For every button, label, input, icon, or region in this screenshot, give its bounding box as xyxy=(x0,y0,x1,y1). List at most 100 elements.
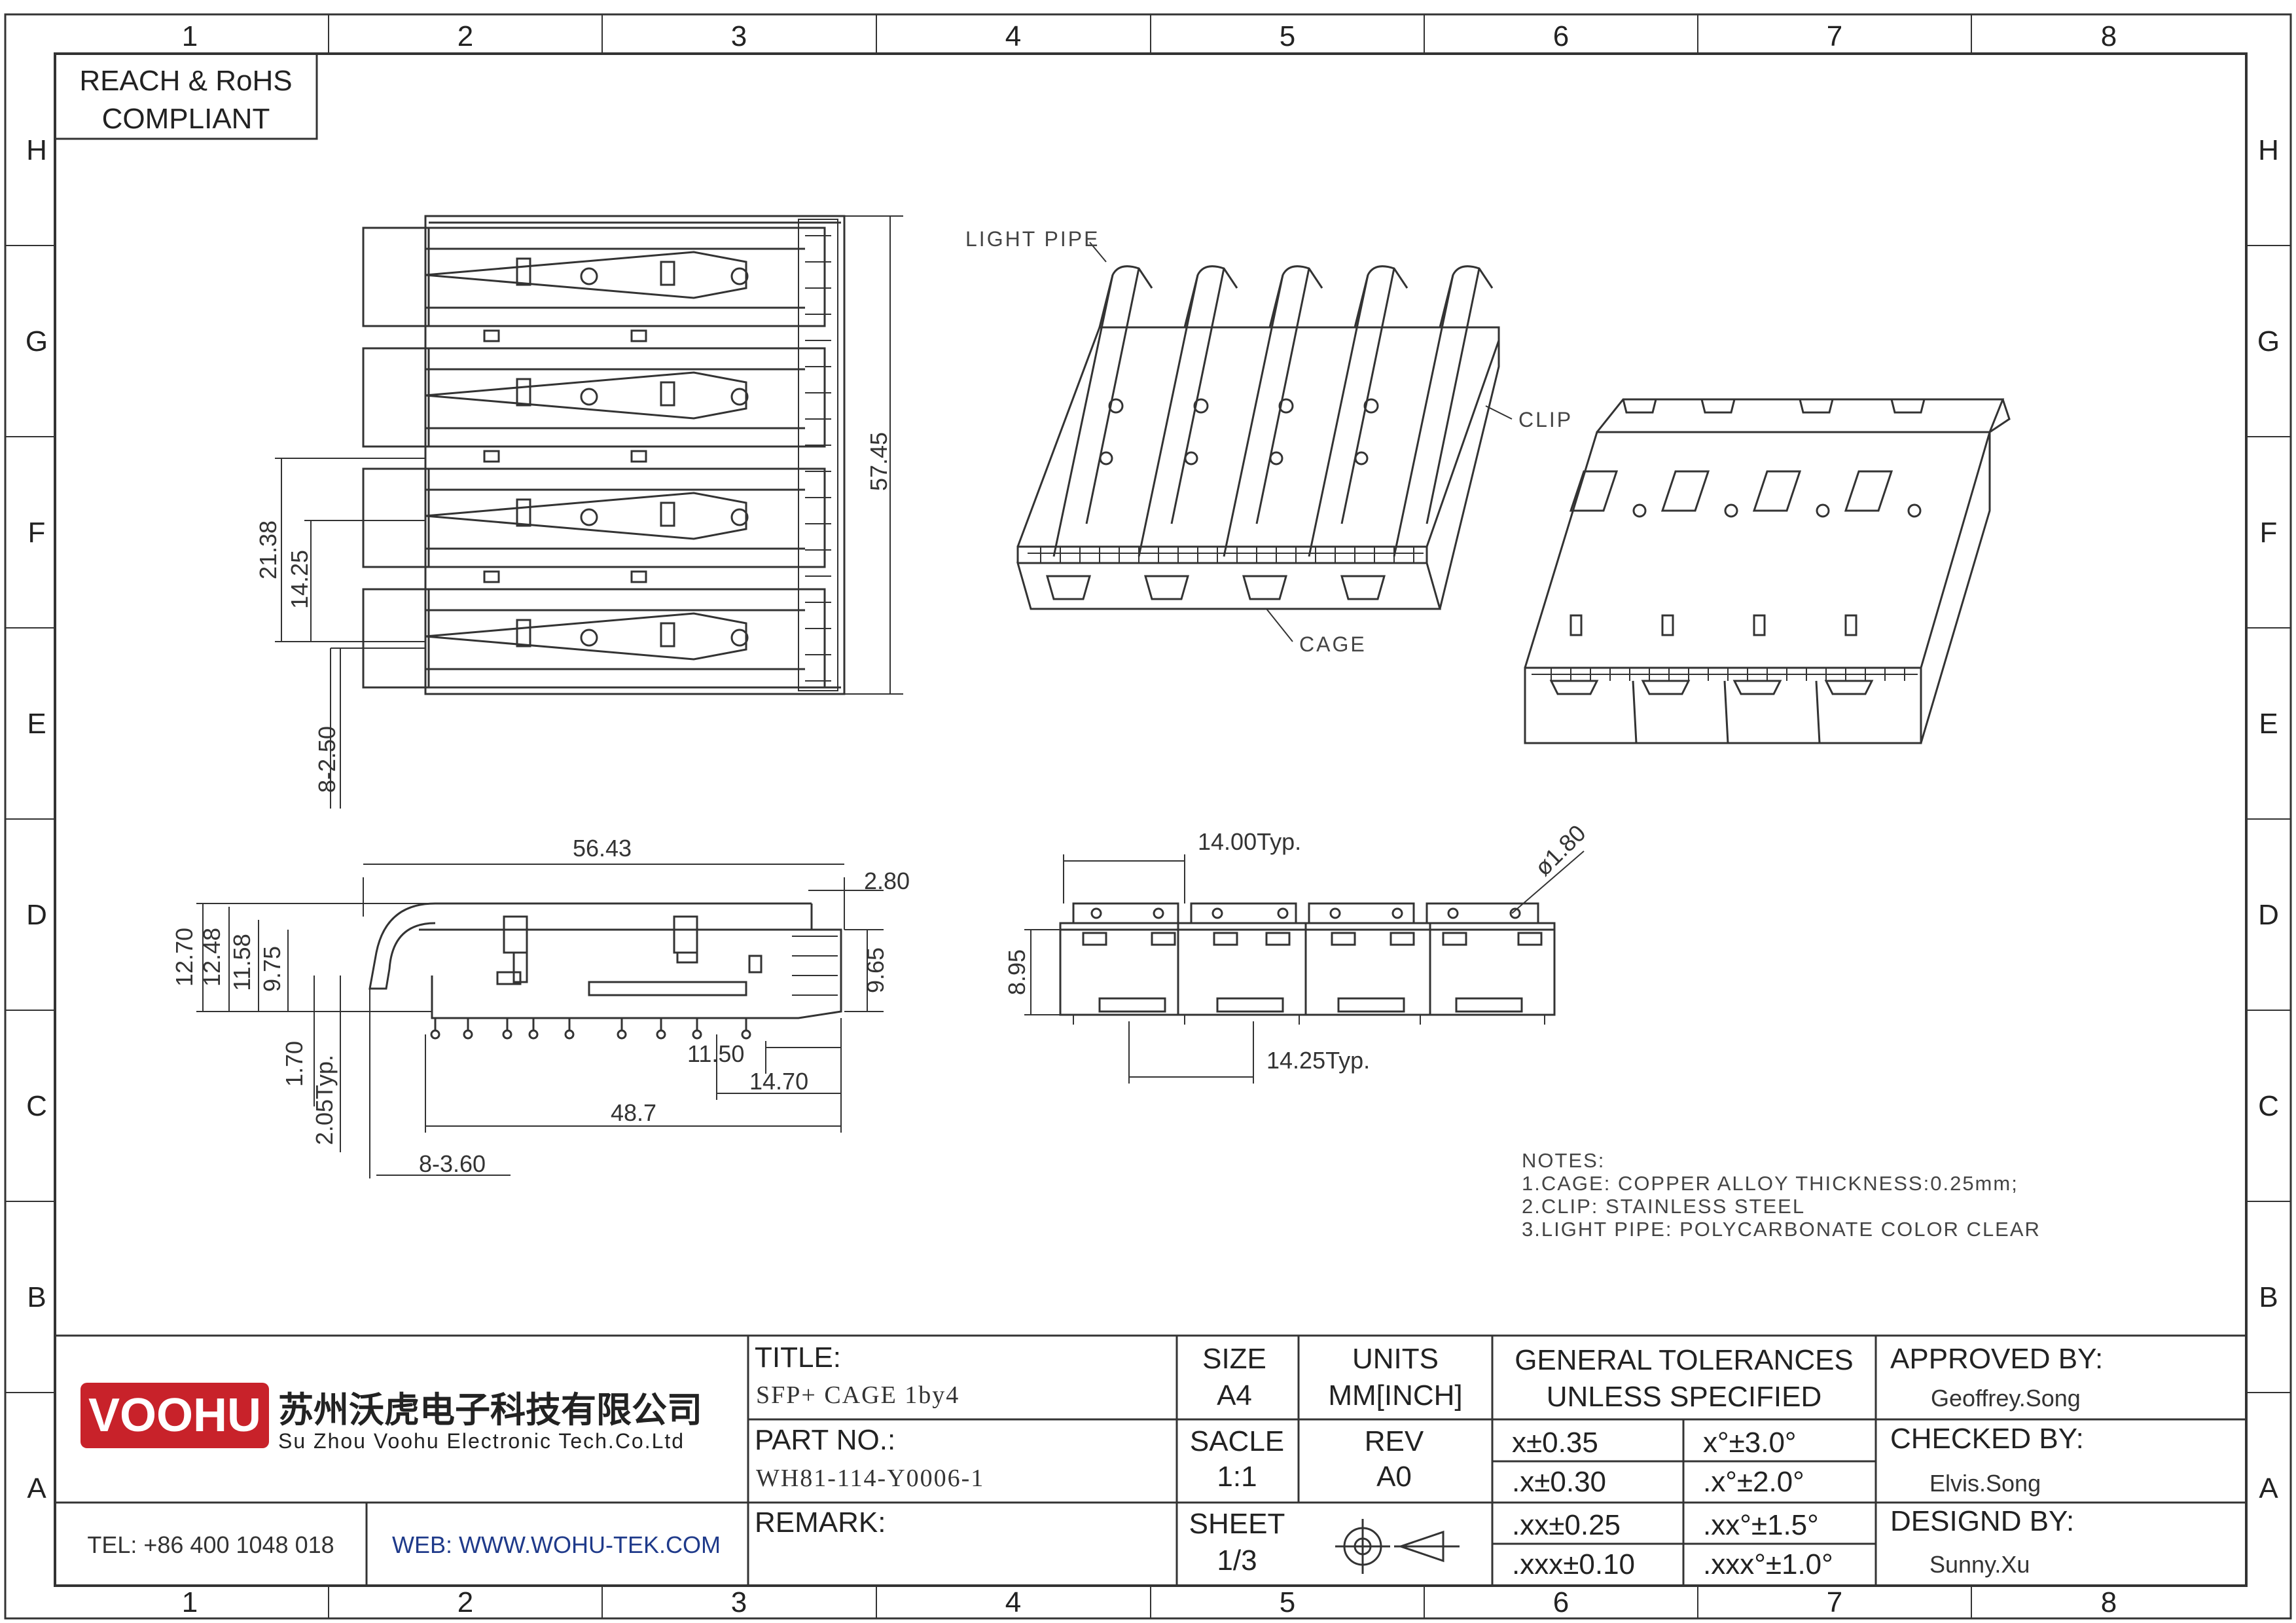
col-bot-5: 5 xyxy=(1280,1586,1295,1618)
rev-label: REV xyxy=(1365,1425,1424,1457)
zone-dividers xyxy=(5,14,2291,1618)
web[interactable]: WEB: WWW.WOHU-TEK.COM xyxy=(392,1531,721,1558)
dim-11-58: 11.58 xyxy=(228,934,255,991)
row-right-D: D xyxy=(2258,899,2279,931)
label-cage: CAGE xyxy=(1299,632,1367,656)
top-view xyxy=(275,215,903,809)
dim-14-25typ: 14.25Typ. xyxy=(1266,1047,1370,1074)
designed-value: Sunny.Xu xyxy=(1929,1551,2030,1578)
dim-9-75: 9.75 xyxy=(259,946,285,992)
tel: TEL: +86 400 1048 018 xyxy=(87,1531,334,1558)
iso-view-cage xyxy=(1524,398,2011,744)
part-no-value: WH81-114-Y0006-1 xyxy=(756,1465,984,1492)
side-view-dims: 56.43 2.80 12.70 12.48 11.58 9.75 9.65 1… xyxy=(171,835,910,1177)
dim-1-70: 1.70 xyxy=(281,1041,308,1087)
row-right-A: A xyxy=(2259,1472,2278,1504)
note-2: 2.CLIP: STAINLESS STEEL xyxy=(1522,1195,1805,1218)
row-right-F: F xyxy=(2260,517,2278,549)
row-left-D: D xyxy=(26,899,47,931)
dim-12-70: 12.70 xyxy=(171,928,198,987)
dim-11-50: 11.50 xyxy=(687,1040,744,1067)
top-view-port-1 xyxy=(362,227,826,342)
company-name-cn: 苏州沃虎电子科技有限公司 xyxy=(278,1389,702,1431)
top-view-port-2 xyxy=(362,347,826,463)
row-left-B: B xyxy=(27,1281,46,1313)
top-view-dims: 57.45 21.38 14.25 8-2.50 xyxy=(255,432,892,793)
checked-label: CHECKED BY: xyxy=(1890,1423,2084,1455)
row-right-E: E xyxy=(2259,708,2278,740)
dim-56-43: 56.43 xyxy=(573,835,632,862)
dim-9-65: 9.65 xyxy=(862,947,889,993)
label-light-pipe: LIGHT PIPE xyxy=(965,227,1100,251)
notes-title: NOTES: xyxy=(1522,1149,1605,1172)
row-right-B: B xyxy=(2259,1281,2278,1313)
checked-value: Elvis.Song xyxy=(1929,1470,2041,1497)
row-left-C: C xyxy=(26,1090,47,1122)
designed-label: DESIGND BY: xyxy=(1890,1505,2074,1537)
col-top-5: 5 xyxy=(1280,20,1295,52)
col-bot-2: 2 xyxy=(457,1586,473,1618)
col-top-4: 4 xyxy=(1005,20,1021,52)
tol-angular-0: x°±3.0° xyxy=(1703,1427,1797,1459)
projection-symbol-icon xyxy=(1335,1519,1460,1574)
company-logo: VOOHU xyxy=(81,1383,269,1448)
approved-label: APPROVED BY: xyxy=(1890,1343,2103,1375)
dim-48-7: 48.7 xyxy=(611,1099,656,1126)
rev-value: A0 xyxy=(1376,1461,1412,1493)
tol-linear-3: .xxx±0.10 xyxy=(1512,1548,1635,1580)
remark-label: REMARK: xyxy=(755,1506,886,1539)
row-left-E: E xyxy=(27,708,46,740)
row-left-F: F xyxy=(28,517,46,549)
dim-57-45: 57.45 xyxy=(865,432,892,491)
part-no-label: PART NO.: xyxy=(755,1424,895,1456)
dim-8-2-50: 8-2.50 xyxy=(314,726,340,793)
note-1: 1.CAGE: COPPER ALLOY THICKNESS:0.25mm; xyxy=(1522,1172,2018,1195)
sheet-value: 1/3 xyxy=(1217,1544,1257,1577)
iso-view-light-pipe xyxy=(1016,265,1500,610)
dim-14-25: 14.25 xyxy=(286,550,313,609)
approved-value: Geoffrey.Song xyxy=(1931,1385,2081,1412)
logo-text: VOOHU xyxy=(88,1389,261,1442)
scale-value: 1:1 xyxy=(1217,1461,1257,1493)
col-top-8: 8 xyxy=(2101,20,2117,52)
row-right-G: G xyxy=(2257,325,2280,357)
col-bot-7: 7 xyxy=(1827,1586,1842,1618)
iso-leaders xyxy=(1089,242,1513,642)
tol-angular-2: .xx°±1.5° xyxy=(1703,1509,1819,1541)
row-left-G: G xyxy=(26,325,48,357)
dim-21-38: 21.38 xyxy=(255,520,281,579)
row-left-H: H xyxy=(26,134,47,166)
tol-angular-3: .xxx°±1.0° xyxy=(1703,1548,1833,1580)
title-label: TITLE: xyxy=(755,1341,841,1374)
col-top-7: 7 xyxy=(1827,20,1842,52)
col-top-6: 6 xyxy=(1553,20,1569,52)
front-view-dim-lines xyxy=(1024,850,1585,1084)
tol-linear-0: x±0.35 xyxy=(1512,1427,1598,1459)
compliance-line1: REACH & RoHS xyxy=(79,65,292,97)
size-label: SIZE xyxy=(1202,1343,1266,1375)
compliance-line2: COMPLIANT xyxy=(102,103,270,135)
dim-2-05typ: 2.05Typ. xyxy=(311,1055,338,1145)
scale-label: SACLE xyxy=(1190,1425,1284,1457)
row-right-C: C xyxy=(2258,1090,2279,1122)
notes-block: NOTES: 1.CAGE: COPPER ALLOY THICKNESS:0.… xyxy=(1522,1149,2041,1241)
tol-linear-1: .x±0.30 xyxy=(1512,1466,1606,1498)
dim-12-48: 12.48 xyxy=(198,928,225,987)
col-bot-8: 8 xyxy=(2101,1586,2117,1618)
zone-labels: 1 2 3 4 5 6 7 8 1 2 3 4 5 6 7 8 H G F E … xyxy=(26,20,2280,1618)
side-view-pins xyxy=(430,1018,751,1040)
side-view-dim-lines xyxy=(196,864,884,1178)
col-bot-3: 3 xyxy=(731,1586,747,1618)
outer-frame xyxy=(4,13,2292,1620)
note-3: 3.LIGHT PIPE: POLYCARBONATE COLOR CLEAR xyxy=(1522,1218,2041,1241)
top-view-port-4 xyxy=(362,588,826,689)
tolerance-title-2: UNLESS SPECIFIED xyxy=(1547,1381,1822,1413)
dim-2-80: 2.80 xyxy=(864,867,910,894)
col-bot-6: 6 xyxy=(1553,1586,1569,1618)
compliance-box: REACH & RoHS COMPLIANT xyxy=(54,52,318,140)
row-left-A: A xyxy=(27,1472,46,1504)
tolerance-title-1: GENERAL TOLERANCES xyxy=(1515,1344,1854,1376)
front-view xyxy=(1024,850,1585,1084)
title-value: SFP+ CAGE 1by4 xyxy=(756,1381,960,1409)
col-top-3: 3 xyxy=(731,20,747,52)
